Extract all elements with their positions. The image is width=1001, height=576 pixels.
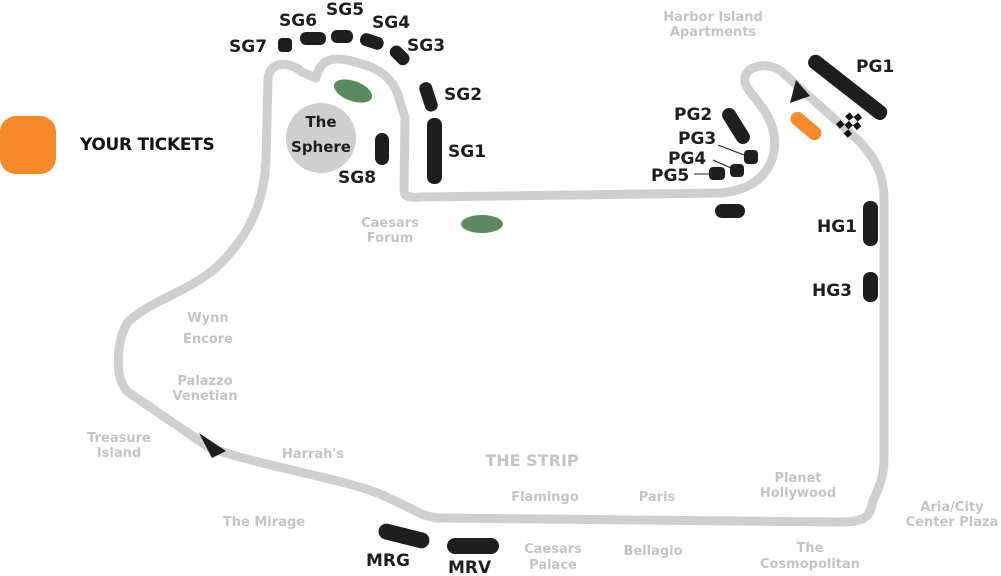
your-tickets-swatch xyxy=(0,116,56,174)
sphere-label-line1: The xyxy=(305,113,336,131)
landmark-planet-hollywood: Planet xyxy=(774,471,821,486)
landmark-caesars-palace: Caesars xyxy=(524,542,582,557)
grandstand-bars xyxy=(278,30,890,554)
label-hg1: HG1 xyxy=(817,217,857,237)
landmark-mirage: The Mirage xyxy=(223,515,305,530)
grandstand-unnamed[interactable] xyxy=(715,204,745,218)
landmark-cosmopolitan-2: Cosmopolitan xyxy=(760,557,860,572)
landmark-caesars-palace-2: Palace xyxy=(529,558,577,573)
grandstand-hg1[interactable] xyxy=(863,201,878,246)
label-sg4: SG4 xyxy=(372,13,410,33)
grandstand-pg1[interactable] xyxy=(805,52,890,123)
landmark-harbor-island: Harbor Island xyxy=(663,10,763,25)
grandstand-sg3[interactable] xyxy=(387,43,412,68)
label-pg4: PG4 xyxy=(668,149,706,169)
label-sg8: SG8 xyxy=(338,168,376,188)
landmark-paris: Paris xyxy=(639,490,676,505)
label-pg3: PG3 xyxy=(678,129,716,149)
landmark-treasure-island-2: Island xyxy=(97,446,141,461)
grandstand-sg6[interactable] xyxy=(300,32,326,45)
landmark-aria-2: Center Plaza xyxy=(906,515,999,530)
landmark-palazzo: Palazzo xyxy=(177,374,232,389)
landmark-caesars-forum: Caesars xyxy=(361,216,419,231)
race-track xyxy=(113,54,889,527)
label-sg6: SG6 xyxy=(279,11,317,31)
grandstand-mrv[interactable] xyxy=(447,538,499,554)
label-pg1: PG1 xyxy=(856,57,894,77)
label-sg3: SG3 xyxy=(407,36,445,56)
landmark-cosmopolitan: The xyxy=(797,541,824,556)
landmark-the-strip: THE STRIP xyxy=(485,451,579,470)
grandstand-pg4[interactable] xyxy=(730,164,744,177)
landmark-aria: Aria/City xyxy=(920,500,984,515)
sphere-landmark xyxy=(286,103,356,173)
green-area xyxy=(333,79,373,103)
pointer-line xyxy=(717,144,745,156)
landmark-treasure-island: Treasure xyxy=(87,431,151,446)
legend: YOUR TICKETS xyxy=(0,116,215,174)
grandstand-pg2[interactable] xyxy=(719,105,752,146)
landmark-caesars-forum-2: Forum xyxy=(367,231,414,246)
grandstand-hg3[interactable] xyxy=(863,272,878,302)
landmark-encore: Encore xyxy=(183,332,233,347)
label-pg2: PG2 xyxy=(674,105,712,125)
label-sg1: SG1 xyxy=(448,142,486,162)
grandstand-sg2[interactable] xyxy=(418,81,440,114)
landmark-harbor-apartments: Apartments xyxy=(670,25,757,40)
landmark-wynn: Wynn xyxy=(187,311,228,326)
pointer-line xyxy=(712,159,732,169)
green-area xyxy=(461,215,503,233)
checkered-flag-icon xyxy=(836,112,863,138)
grandstand-pg3[interactable] xyxy=(744,150,758,164)
label-mrg: MRG xyxy=(366,551,410,571)
landmark-planet-hollywood-2: Hollywood xyxy=(760,486,836,501)
your-ticket-zone[interactable] xyxy=(788,109,825,143)
grandstand-sg8[interactable] xyxy=(375,133,389,165)
sphere-label-line2: Sphere xyxy=(291,138,351,156)
grandstand-mrg[interactable] xyxy=(377,522,431,550)
label-sg5: SG5 xyxy=(326,0,364,20)
label-mrv: MRV xyxy=(448,558,492,576)
legend-label: YOUR TICKETS xyxy=(80,135,215,155)
direction-arrow-icon xyxy=(790,80,810,103)
grandstand-sg4[interactable] xyxy=(358,32,385,52)
landmark-bellagio: Bellagio xyxy=(623,544,682,559)
landmark-flamingo: Flamingo xyxy=(511,490,579,505)
label-sg2: SG2 xyxy=(444,85,482,105)
grandstand-sg5[interactable] xyxy=(331,30,353,43)
grandstand-sg7[interactable] xyxy=(278,38,292,52)
label-pg5: PG5 xyxy=(651,166,689,186)
direction-arrow-icon xyxy=(199,433,226,458)
grandstand-sg1[interactable] xyxy=(427,118,442,184)
label-hg3: HG3 xyxy=(812,281,852,301)
label-sg7: SG7 xyxy=(229,37,267,57)
grandstand-pg5[interactable] xyxy=(709,167,725,180)
landmark-venetian: Venetian xyxy=(173,389,238,404)
landmark-harrahs: Harrah's xyxy=(282,447,344,462)
